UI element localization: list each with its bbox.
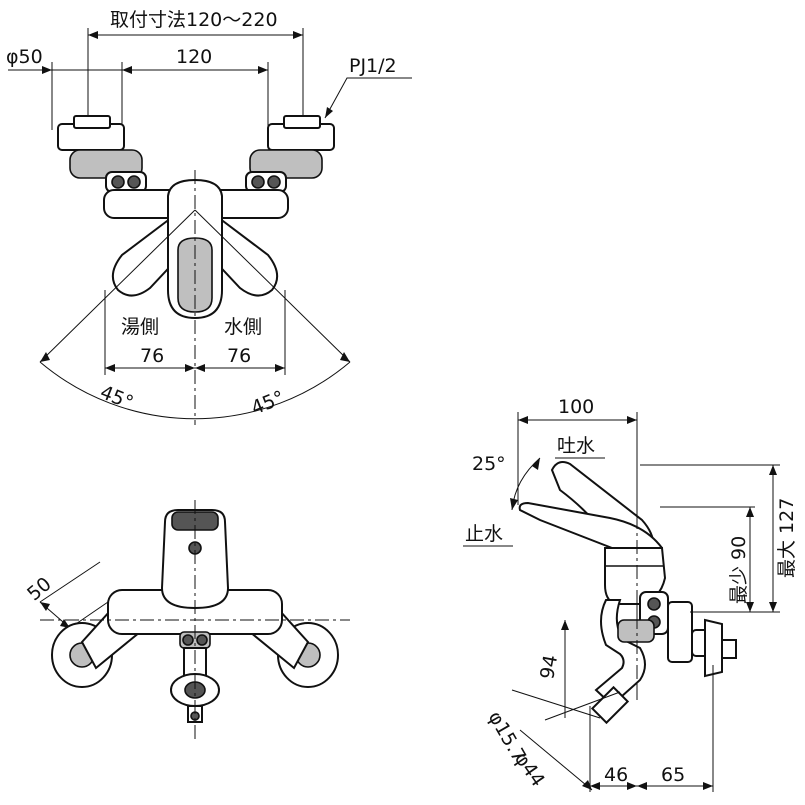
cold-side-label: 水側: [224, 316, 262, 338]
side-view: 100 吐水 25° 止水: [463, 396, 798, 792]
left-angle-label: 45°: [97, 381, 136, 414]
front-view: 取付寸法120～220 φ50 120 PJ1/2: [6, 9, 412, 425]
offset-94-label: 94: [536, 653, 562, 681]
max-height-label: 最大 127: [776, 498, 798, 578]
lever-angle-label: 25°: [472, 453, 506, 475]
depth-46-label: 46: [604, 764, 628, 786]
min-height-label: 最少 90: [728, 536, 750, 604]
mount-range-label: 取付寸法120～220: [110, 9, 278, 31]
pipe-diameter-label: φ50: [6, 46, 43, 68]
depth-65-label: 65: [661, 764, 685, 786]
hot-side-label: 湯側: [121, 316, 159, 338]
wall-flange: [704, 618, 723, 678]
right-offset-label: 76: [227, 345, 251, 367]
spout-label: 吐水: [557, 435, 595, 457]
side-spout: [594, 599, 646, 707]
thread-label: PJ1/2: [349, 55, 397, 77]
swing-arc: [39, 361, 351, 420]
bottom-size-label: 50: [23, 573, 56, 605]
thread-leader: [324, 77, 412, 119]
center-spacing-label: 120: [176, 46, 212, 68]
stop-label: 止水: [465, 523, 503, 545]
right-angle-label: 45°: [248, 387, 287, 420]
reach-label: 100: [558, 396, 594, 418]
bottom-view: 50: [23, 500, 350, 740]
left-offset-label: 76: [140, 345, 164, 367]
